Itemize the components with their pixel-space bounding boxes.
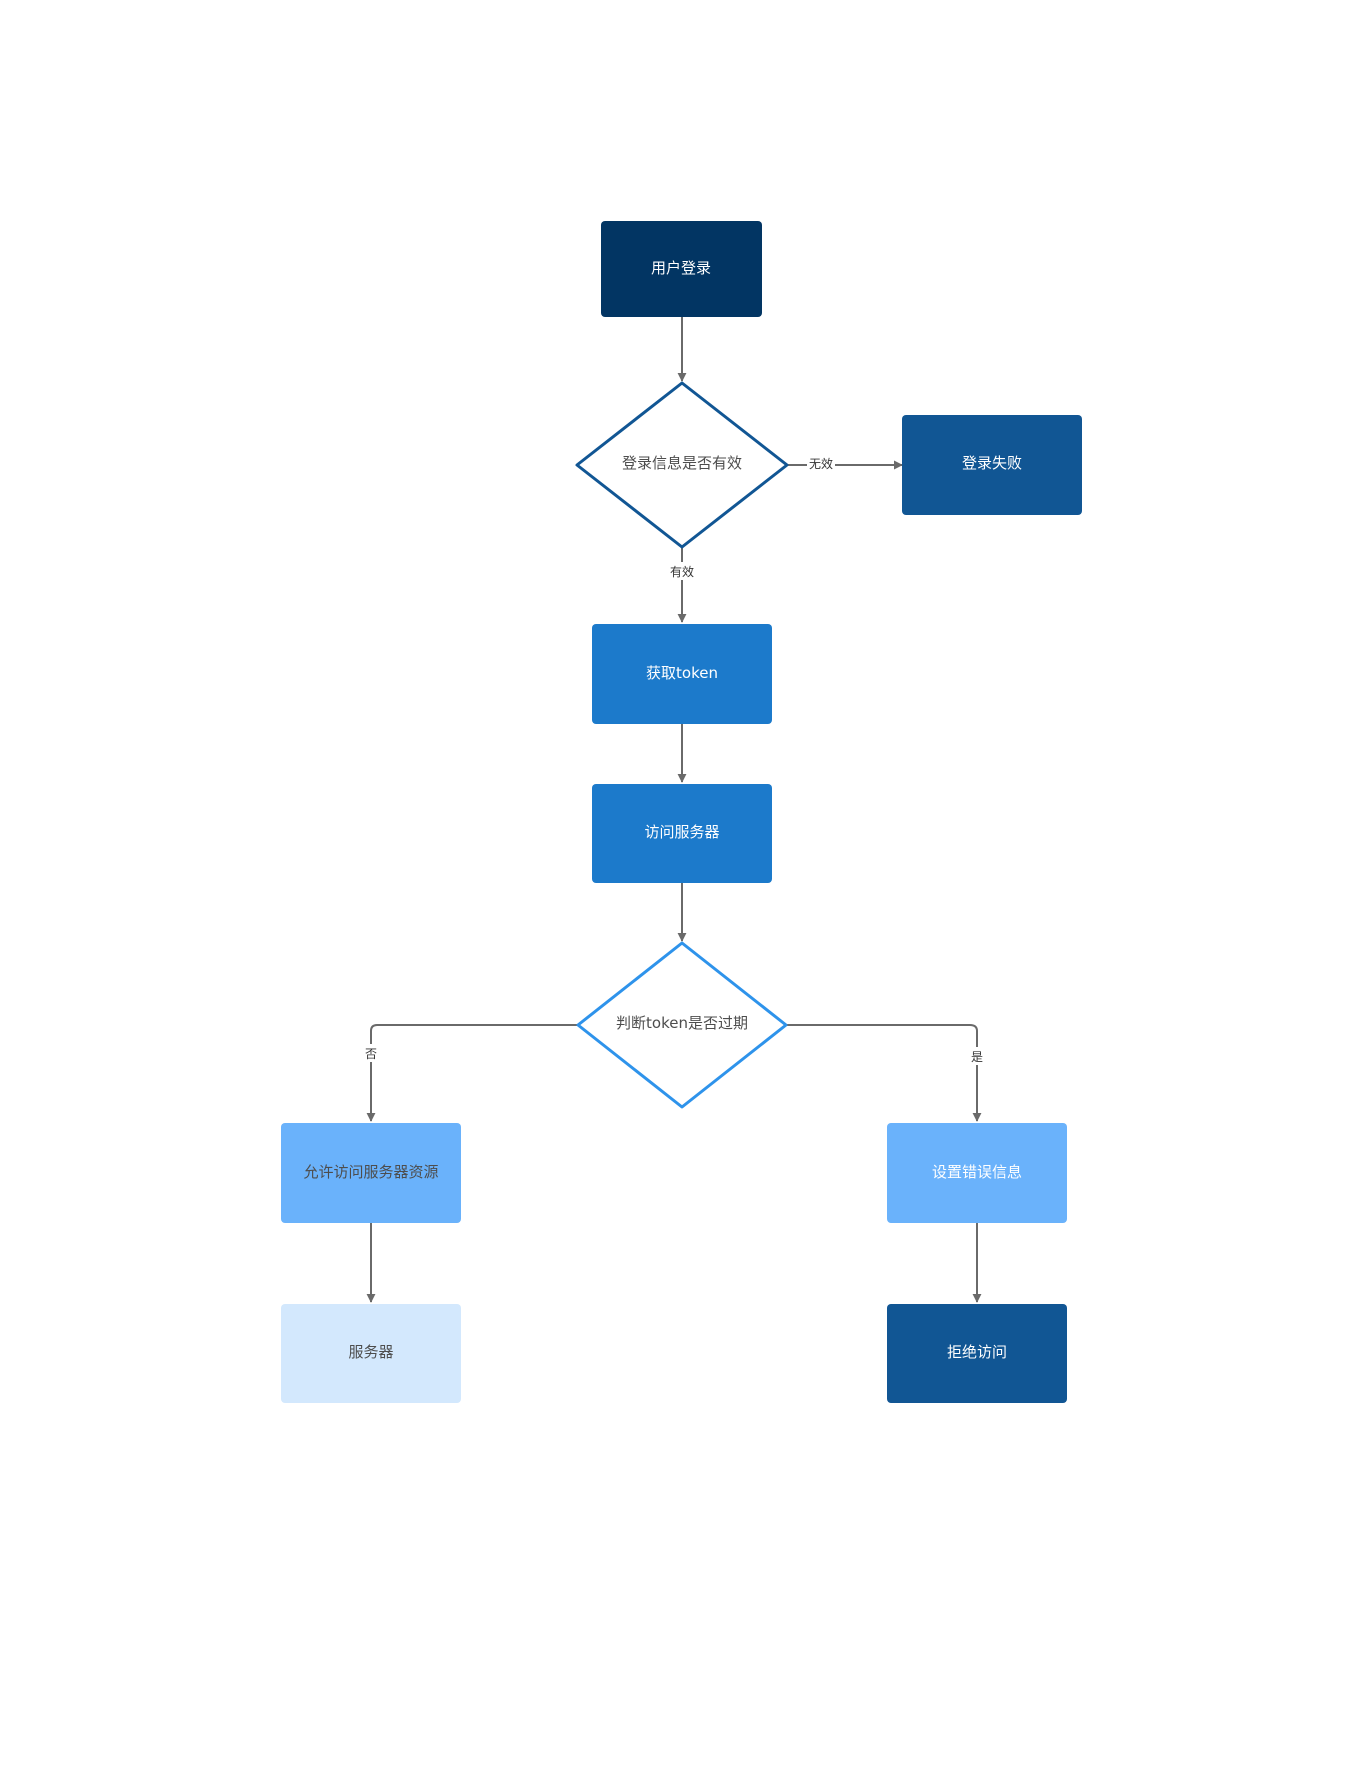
node-visit-server[interactable]: 访问服务器 — [592, 784, 772, 883]
node-login-label: 用户登录 — [651, 259, 711, 277]
node-deny-access-box — [887, 1304, 1067, 1403]
node-check-token-label: 判断token是否过期 — [616, 1014, 748, 1032]
edge-label-valid: 有效 — [670, 564, 694, 579]
node-deny-access-label: 拒绝访问 — [947, 1343, 1007, 1361]
edge-label-invalid: 无效 — [809, 456, 833, 471]
node-get-token-label: 获取token — [646, 664, 718, 682]
node-check-login-diamond — [575, 381, 789, 549]
edge-check-token-to-error — [787, 1024, 982, 1122]
node-deny-access[interactable]: 拒绝访问 — [887, 1304, 1067, 1403]
node-visit-server-label: 访问服务器 — [644, 823, 719, 841]
node-set-error[interactable]: 设置错误信息 — [887, 1123, 1067, 1223]
node-set-error-label: 设置错误信息 — [932, 1163, 1022, 1181]
edge-label-no: 否 — [365, 1047, 377, 1061]
node-set-error-box — [887, 1123, 1067, 1223]
node-allow-access-label: 允许访问服务器资源 — [303, 1163, 438, 1181]
node-check-token[interactable]: 判断token是否过期 — [576, 941, 788, 1109]
node-login-failed-label: 登录失败 — [962, 454, 1022, 472]
node-check-login-label: 登录信息是否有效 — [622, 454, 742, 472]
node-server-box — [281, 1304, 461, 1403]
node-server-label: 服务器 — [348, 1343, 393, 1361]
edge-labels: 无效 有效 否 是 — [363, 455, 985, 1065]
node-server[interactable]: 服务器 — [281, 1304, 461, 1403]
node-get-token[interactable]: 获取token — [592, 624, 772, 724]
node-check-login[interactable]: 登录信息是否有效 — [575, 381, 789, 549]
node-allow-access-box — [281, 1123, 461, 1223]
node-visit-server-box — [592, 784, 772, 883]
node-login-box — [601, 221, 762, 317]
edges — [366, 317, 982, 1303]
edge-label-yes: 是 — [971, 1050, 983, 1064]
node-login[interactable]: 用户登录 — [601, 221, 762, 317]
node-get-token-box — [592, 624, 772, 724]
node-check-token-diamond — [576, 941, 788, 1109]
node-login-failed[interactable]: 登录失败 — [902, 415, 1082, 515]
edge-check-token-to-allow — [366, 1024, 578, 1122]
node-allow-access[interactable]: 允许访问服务器资源 — [281, 1123, 461, 1223]
node-login-failed-box — [902, 415, 1082, 515]
